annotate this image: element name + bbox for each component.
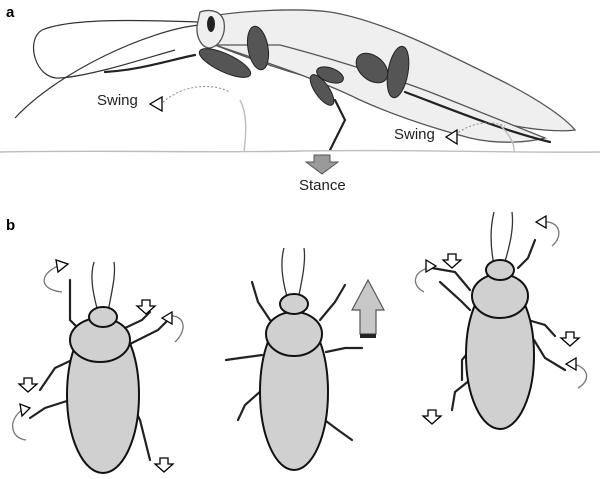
antenna-lower [14, 24, 200, 119]
leg [318, 283, 347, 322]
down-arrow-icon [135, 299, 157, 315]
swing-arrow-head-icon [148, 95, 163, 113]
leg [450, 378, 472, 412]
hind-leg-tibia [403, 90, 552, 144]
up-arrow-icon [351, 278, 385, 335]
coxa-front [246, 25, 270, 71]
swing-arrow-head-icon [55, 259, 70, 274]
panel-a-label: a [6, 4, 15, 21]
stance-label: Stance [299, 177, 346, 194]
antenna [281, 247, 289, 301]
swing-arrow-icon [159, 85, 231, 106]
swing-label-left: Swing [97, 92, 138, 109]
head [279, 293, 309, 315]
swing-arrow-icon [43, 265, 63, 293]
swing-arrow-head-icon [160, 310, 173, 326]
antenna [503, 211, 514, 266]
antenna [33, 19, 200, 79]
leg [38, 358, 74, 392]
cockroach-middle [224, 247, 385, 471]
ground-line [0, 149, 600, 153]
swing-label-right: Swing [394, 126, 435, 143]
swing-arrow-head-icon [19, 402, 32, 418]
down-arrow-icon [153, 457, 175, 473]
leg [123, 310, 152, 330]
leg [430, 266, 472, 292]
antenna [490, 211, 495, 266]
front-leg-tibia [103, 53, 197, 74]
cockroach-left [12, 259, 184, 474]
antenna [297, 247, 306, 301]
femur-mid [309, 74, 335, 106]
swing-arrow-head-icon [444, 128, 458, 146]
down-arrow-icon [559, 331, 581, 347]
leg [526, 318, 557, 338]
swing-path-left [239, 99, 247, 153]
leg [438, 280, 472, 312]
femur-front [198, 48, 252, 78]
mid-leg-tibia [328, 98, 347, 152]
down-arrow-icon [421, 409, 443, 425]
swing-arrow-head-icon [534, 214, 547, 230]
leg [516, 238, 537, 270]
up-arrow-base [360, 334, 376, 338]
swing-arrow-icon [12, 409, 27, 441]
leg [126, 316, 172, 347]
head [485, 259, 515, 281]
leg [324, 346, 364, 354]
swing-path-right [499, 124, 515, 153]
panel-b-label: b [6, 217, 15, 234]
swing-arrow-head-icon [564, 356, 577, 372]
leg [236, 388, 264, 422]
cockroach-right [414, 211, 588, 430]
leg [224, 353, 264, 362]
eye [207, 16, 215, 32]
head [88, 306, 118, 328]
leg [532, 338, 567, 372]
swing-arrow-head-icon [425, 258, 438, 274]
leg [250, 280, 272, 322]
pronotum [265, 311, 323, 357]
leg [28, 398, 72, 420]
antenna [107, 261, 116, 313]
down-arrow-icon [304, 154, 340, 175]
femur-hind [386, 45, 410, 99]
coxa-hind [355, 52, 389, 84]
leg [68, 278, 82, 332]
panel-a-cockroach-side-view [14, 9, 577, 152]
coxa-mid [316, 66, 344, 84]
down-arrow-icon [17, 377, 39, 393]
antenna [91, 261, 99, 313]
down-arrow-icon [441, 253, 463, 269]
leg [320, 416, 354, 442]
